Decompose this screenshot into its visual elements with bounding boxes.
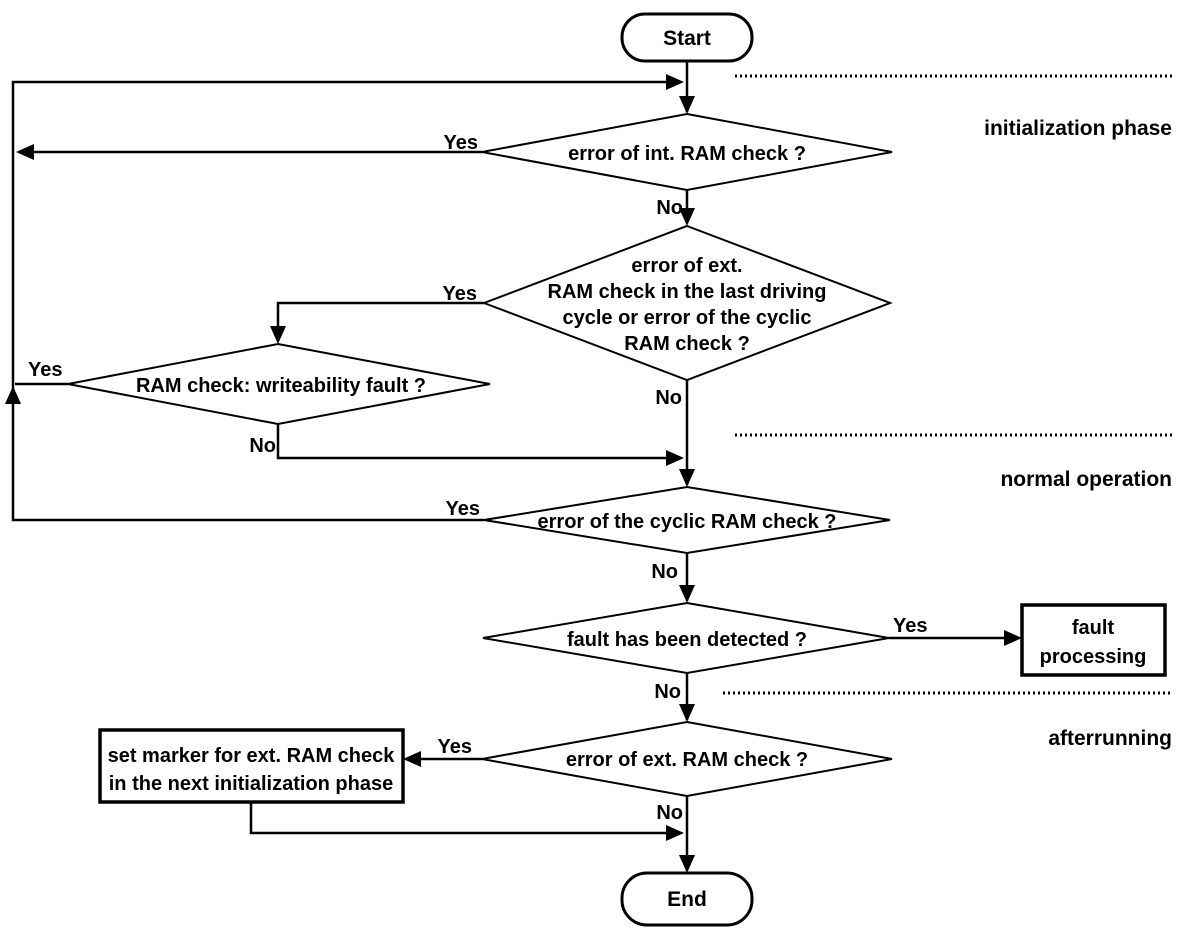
- decision-ext-ram-line4: RAM check ?: [624, 333, 750, 355]
- arrow-d3-no-merge-icon: [666, 450, 684, 466]
- decision-writeability-shape: [67, 342, 491, 426]
- set-marker-line2: in the next initialization phase: [109, 773, 393, 795]
- decision-cyclic-ram-check: error of the cyclic RAM check ?: [483, 485, 891, 555]
- d2-yes-label: Yes: [443, 283, 477, 305]
- connector-d3-no: [276, 424, 666, 460]
- decision-ext-ram-line2: RAM check in the last driving: [548, 281, 827, 303]
- arrow-into-end-icon: [679, 855, 695, 873]
- d4-no-label: No: [651, 561, 678, 583]
- decision-fault-detected: fault has been detected ?: [482, 601, 890, 675]
- decision-ext-ram-after-shape: [481, 720, 893, 798]
- end-shape: [620, 871, 754, 927]
- d1-yes-label: Yes: [444, 132, 478, 154]
- decision-cyclic-ram-label: error of the cyclic RAM check ?: [538, 511, 837, 533]
- d4-yes-label: Yes: [446, 498, 480, 520]
- arrow-into-int-ram-icon: [679, 96, 695, 114]
- decision-int-ram-label: error of int. RAM check ?: [568, 143, 806, 165]
- arrow-into-ext-ram-icon: [679, 208, 695, 226]
- start-label: Start: [663, 27, 711, 50]
- arrow-rail-up-icon: [5, 386, 21, 404]
- d6-no-label: No: [656, 802, 683, 824]
- start-shape: [620, 12, 754, 63]
- arrow-into-ext-ram-after-icon: [679, 704, 695, 722]
- set-marker-line1: set marker for ext. RAM check: [108, 745, 396, 767]
- decision-ext-ram-line3: cycle or error of the cyclic: [562, 307, 811, 329]
- end-label: End: [667, 888, 707, 911]
- d3-no-label: No: [249, 435, 276, 457]
- arrow-d1-yes-icon: [16, 144, 34, 160]
- d2-no-label: No: [655, 387, 682, 409]
- process-fault-processing: fault processing: [1020, 603, 1167, 677]
- decision-fault-detected-shape: [482, 601, 890, 675]
- set-marker-shape: [98, 728, 405, 804]
- decision-int-ram-check: error of int. RAM check ?: [481, 112, 893, 192]
- decision-ext-ram-line1: error of ext.: [631, 255, 742, 277]
- connector-feedback-rail: [11, 80, 666, 522]
- decision-ext-ram-after-label: error of ext. RAM check ?: [566, 749, 808, 771]
- fault-processing-line2: processing: [1040, 646, 1147, 668]
- d5-no-label: No: [654, 681, 681, 703]
- d6-yes-label: Yes: [438, 736, 472, 758]
- decision-int-ram-shape: [481, 112, 893, 192]
- process-set-marker: set marker for ext. RAM check in the nex…: [98, 728, 405, 804]
- arrow-into-cyclic-ram-icon: [679, 469, 695, 487]
- decision-ext-ram-shape: [481, 224, 893, 382]
- decision-writeability-label: RAM check: writeability fault ?: [136, 375, 426, 397]
- d1-no-label: No: [656, 197, 683, 219]
- decision-writeability-fault: RAM check: writeability fault ?: [67, 342, 491, 426]
- start-terminator: Start: [620, 12, 754, 63]
- fault-processing-line1: fault: [1072, 617, 1115, 639]
- d5-yes-label: Yes: [893, 615, 927, 637]
- arrow-into-fault-processing-icon: [1004, 630, 1022, 646]
- connector-set-marker-return: [249, 802, 666, 835]
- arrow-into-fault-detected-icon: [679, 585, 695, 603]
- decision-ext-ram-check-after: error of ext. RAM check ?: [481, 720, 893, 798]
- end-terminator: End: [620, 871, 754, 927]
- arrow-into-writeability-icon: [270, 326, 286, 344]
- phase-label-afterrunning: afterrunning: [1048, 727, 1172, 750]
- arrow-set-marker-merge-icon: [666, 825, 684, 841]
- fault-processing-shape: [1020, 603, 1167, 677]
- decision-fault-detected-label: fault has been detected ?: [567, 629, 807, 651]
- decision-ext-ram-check: error of ext. RAM check in the last driv…: [481, 224, 893, 382]
- phase-label-initialization: initialization phase: [984, 117, 1172, 140]
- arrow-into-set-marker-icon: [403, 751, 421, 767]
- decision-cyclic-ram-shape: [483, 485, 891, 555]
- arrow-rail-into-main-icon: [666, 74, 684, 90]
- connector-d2-yes: [276, 301, 484, 340]
- phase-label-normal-operation: normal operation: [1000, 468, 1172, 491]
- d3-yes-label: Yes: [28, 359, 62, 381]
